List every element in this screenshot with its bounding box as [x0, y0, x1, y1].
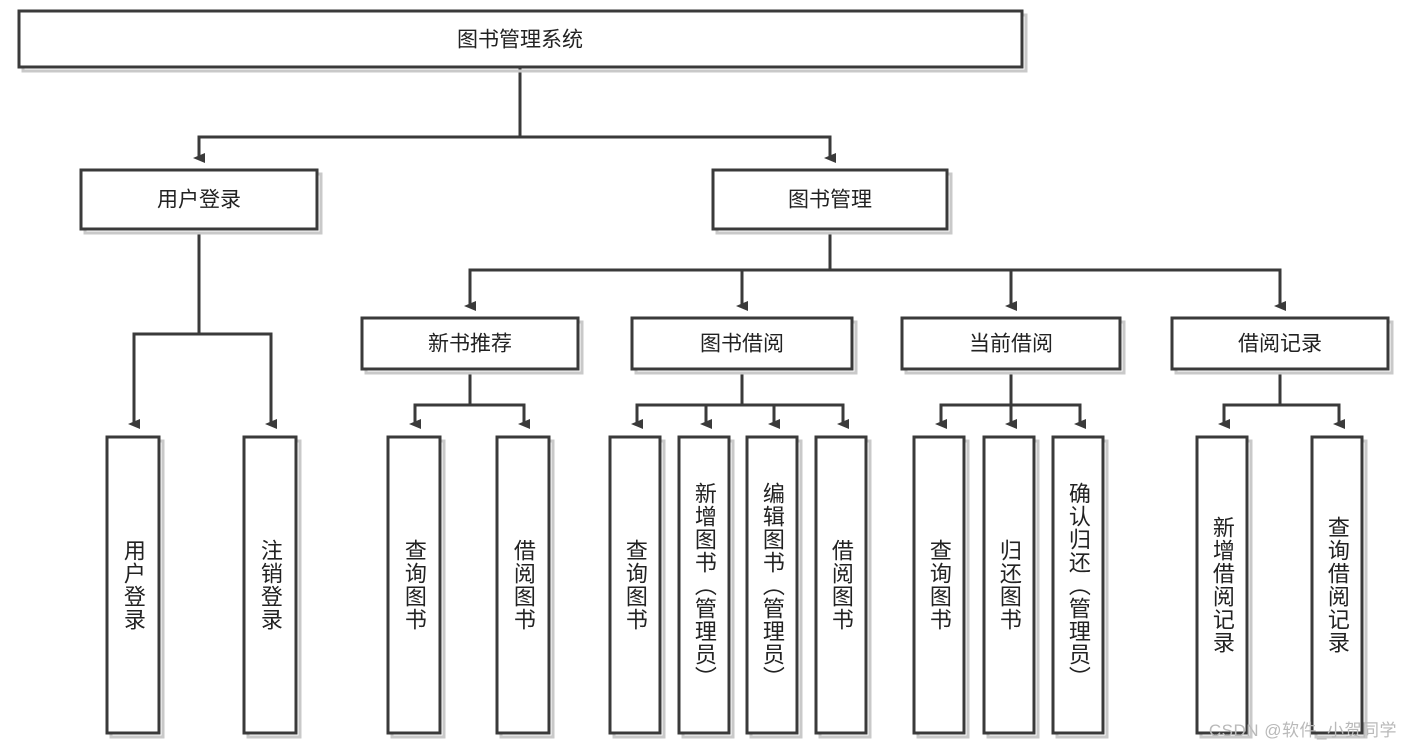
node-book-manage-label: 图书管理 [788, 189, 872, 212]
node-new-book-recommend-label: 新书推荐 [428, 333, 512, 356]
leaf-box-new-book-2[interactable] [495, 435, 555, 739]
node-book-manage[interactable]: 图书管理 [711, 168, 953, 235]
node-book-borrow-label: 图书借阅 [700, 333, 784, 356]
connector-layer [128, 65, 1345, 429]
leaf-box-user-login-2[interactable] [242, 435, 302, 739]
node-user-login[interactable]: 用户登录 [79, 168, 323, 235]
node-borrow-record-label: 借阅记录 [1238, 333, 1322, 356]
leaf-box-borrow-record-1[interactable] [1195, 435, 1253, 739]
leaf-box-book-borrow-2[interactable] [677, 435, 735, 739]
leaf-box-new-book-1[interactable] [386, 435, 446, 739]
node-root-label: 图书管理系统 [457, 29, 583, 52]
node-borrow-record[interactable]: 借阅记录 [1170, 316, 1394, 375]
watermark-text: CSDN @软件_小贺同学 [1208, 721, 1397, 740]
node-user-login-label: 用户登录 [157, 189, 241, 212]
leaf-box-book-borrow-3[interactable] [745, 435, 803, 739]
leaf-box-current-borrow-1[interactable] [912, 435, 970, 739]
leaf-box-borrow-record-2[interactable] [1310, 435, 1368, 739]
leaf-box-user-login-1[interactable] [105, 435, 165, 739]
node-current-borrow-label: 当前借阅 [969, 333, 1053, 356]
node-root[interactable]: 图书管理系统 [17, 9, 1028, 73]
leaf-box-book-borrow-1[interactable] [608, 435, 666, 739]
leaf-box-current-borrow-3[interactable] [1051, 435, 1109, 739]
node-layer: 图书管理系统 用户登录 图书管理 新书推荐 [17, 9, 1394, 739]
leaf-box-book-borrow-4[interactable] [814, 435, 872, 739]
leaf-box-current-borrow-2[interactable] [982, 435, 1040, 739]
node-new-book-recommend[interactable]: 新书推荐 [360, 316, 584, 375]
node-current-borrow[interactable]: 当前借阅 [900, 316, 1126, 375]
node-book-borrow[interactable]: 图书借阅 [630, 316, 858, 375]
